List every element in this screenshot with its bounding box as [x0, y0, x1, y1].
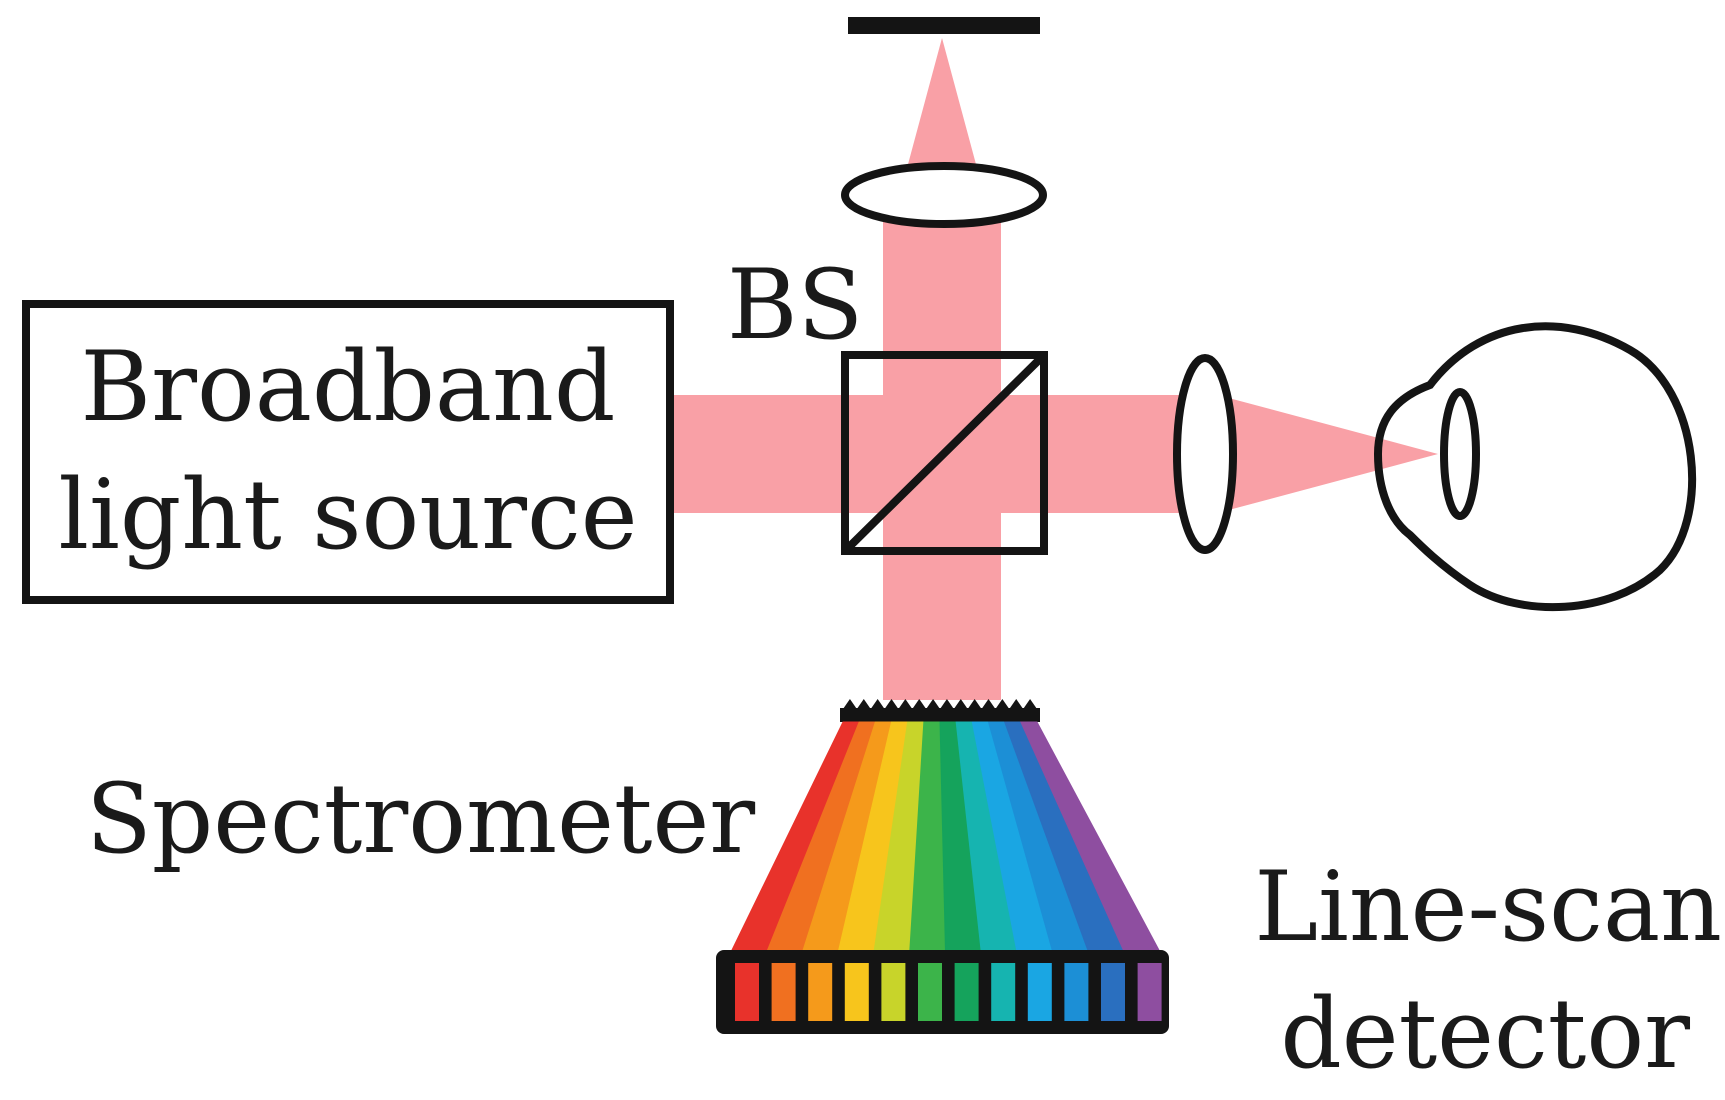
- detector-pixel: [881, 963, 906, 1021]
- light-beams: [670, 38, 1438, 700]
- light-source-box: [22, 300, 674, 604]
- reference-lens-icon: [841, 162, 1047, 228]
- detector-pixel: [808, 963, 833, 1021]
- diffraction-grating-icon: [840, 699, 1040, 722]
- grating-base: [840, 708, 1040, 722]
- eye-lens-icon: [1173, 354, 1237, 554]
- detector-pixel: [918, 963, 942, 1021]
- detector-pixel: [1064, 963, 1089, 1021]
- grating-teeth: [843, 699, 1037, 709]
- light-source-label-line2: light source: [58, 459, 637, 571]
- reference-mirror-icon: [848, 17, 1040, 34]
- detector-pixel: [954, 963, 979, 1021]
- eye-icon: [1373, 322, 1697, 612]
- detector-pixel: [1101, 963, 1125, 1021]
- beamsplitter-cube-icon: [841, 351, 1048, 555]
- detector-pixel: [1027, 963, 1052, 1021]
- detector-pixel: [844, 963, 869, 1021]
- detector-pixel: [991, 963, 1016, 1021]
- detector-label-line2: detector: [1280, 978, 1690, 1090]
- dispersed-spectrum-fan: [730, 721, 1161, 953]
- spectrometer-label: Spectrometer: [86, 763, 755, 875]
- beamsplitter-label: BS: [727, 249, 863, 361]
- beam-focus-eye: [1225, 397, 1438, 511]
- line-scan-detector-array: [716, 950, 1169, 1034]
- detector-label-line1: Line-scan: [1254, 851, 1722, 963]
- detector-pixel: [735, 963, 759, 1021]
- light-source-label-line1: Broadband: [81, 331, 616, 443]
- detector-pixel: [771, 963, 796, 1021]
- detector-pixel: [1137, 963, 1162, 1021]
